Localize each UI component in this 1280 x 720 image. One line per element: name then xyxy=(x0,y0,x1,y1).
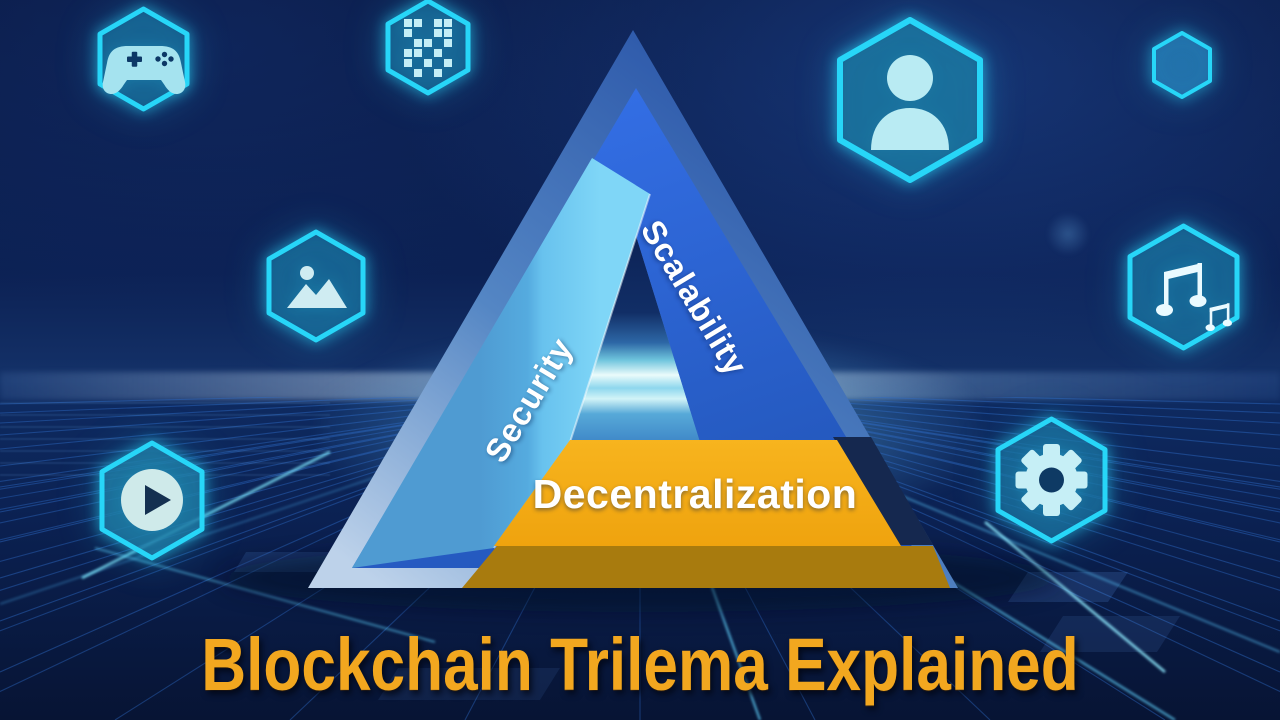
page-title: Blockchain Trilema Explained xyxy=(201,623,1079,706)
play-icon xyxy=(99,440,205,561)
music-notes-icon xyxy=(1127,223,1240,351)
triangle-inner-glow xyxy=(566,226,700,442)
security-band xyxy=(352,158,650,568)
user-icon xyxy=(837,17,983,183)
base-extrusion xyxy=(462,546,950,588)
image-icon xyxy=(266,229,366,343)
decentralization-band xyxy=(494,440,901,546)
hexagon-outline-icon xyxy=(1152,31,1212,99)
decentralization-label: Decentralization xyxy=(532,471,858,517)
gear-icon xyxy=(995,416,1108,544)
game-controller-icon xyxy=(97,6,190,112)
base-shadow-wedge xyxy=(833,437,933,545)
qr-code-icon xyxy=(385,0,471,96)
